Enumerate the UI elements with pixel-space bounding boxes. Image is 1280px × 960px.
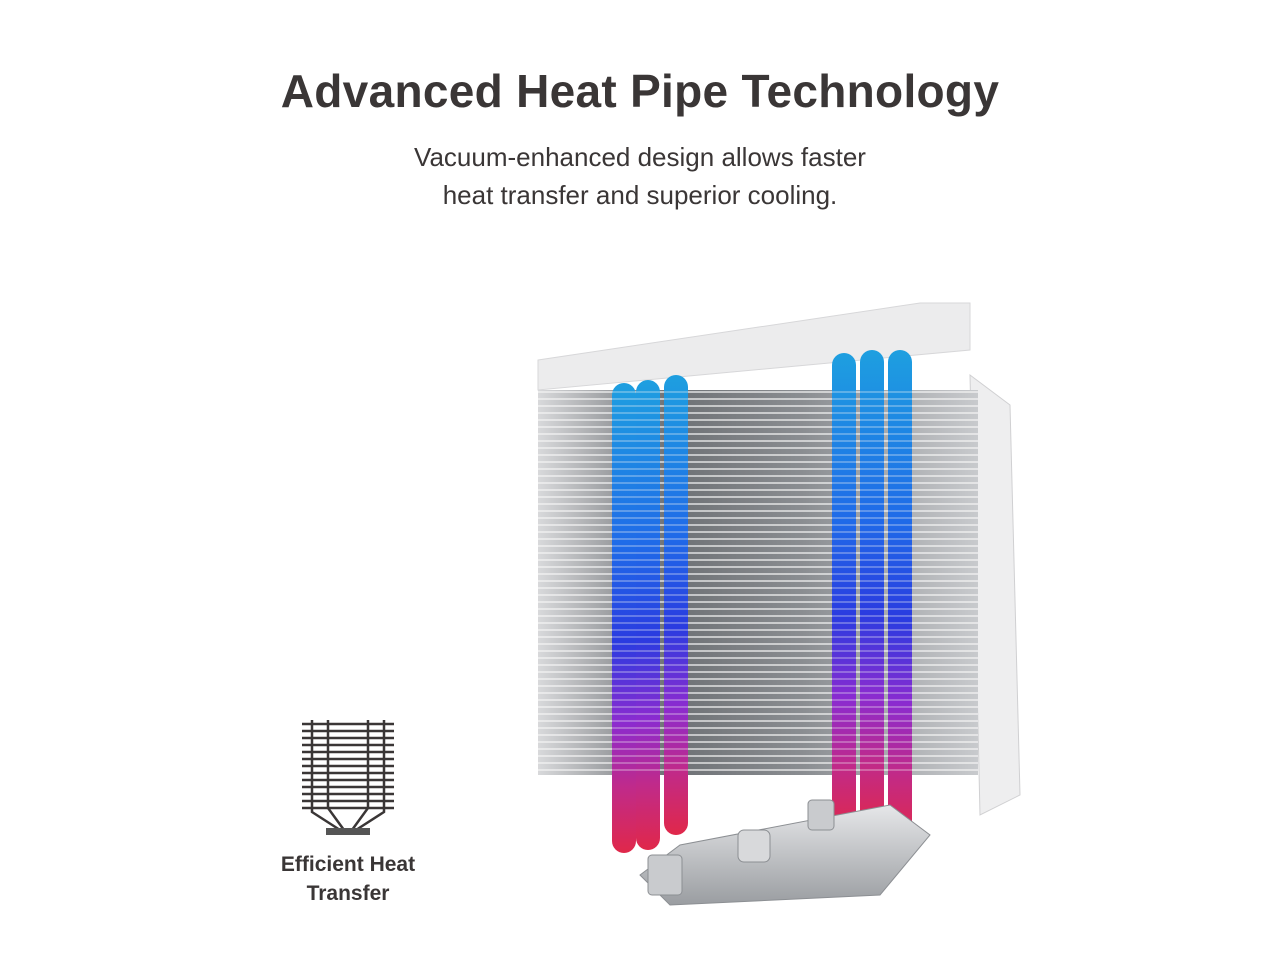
feature-label-line-1: Efficient Heat <box>280 853 416 876</box>
cpu-cooler-image <box>537 302 1021 906</box>
subtitle-line-2: heat transfer and superior cooling. <box>442 180 838 210</box>
heatsink-icon <box>302 720 394 835</box>
feature-efficient-heat-transfer: Efficient Heat Transfer <box>258 718 438 908</box>
feature-label-line-2: Transfer <box>306 882 390 905</box>
page-subtitle: Vacuum-enhanced design allows faster hea… <box>0 138 1280 214</box>
subtitle-line-1: Vacuum-enhanced design allows faster <box>414 142 866 172</box>
feature-label: Efficient Heat Transfer <box>258 850 438 908</box>
page-title: Advanced Heat Pipe Technology <box>280 65 1000 117</box>
